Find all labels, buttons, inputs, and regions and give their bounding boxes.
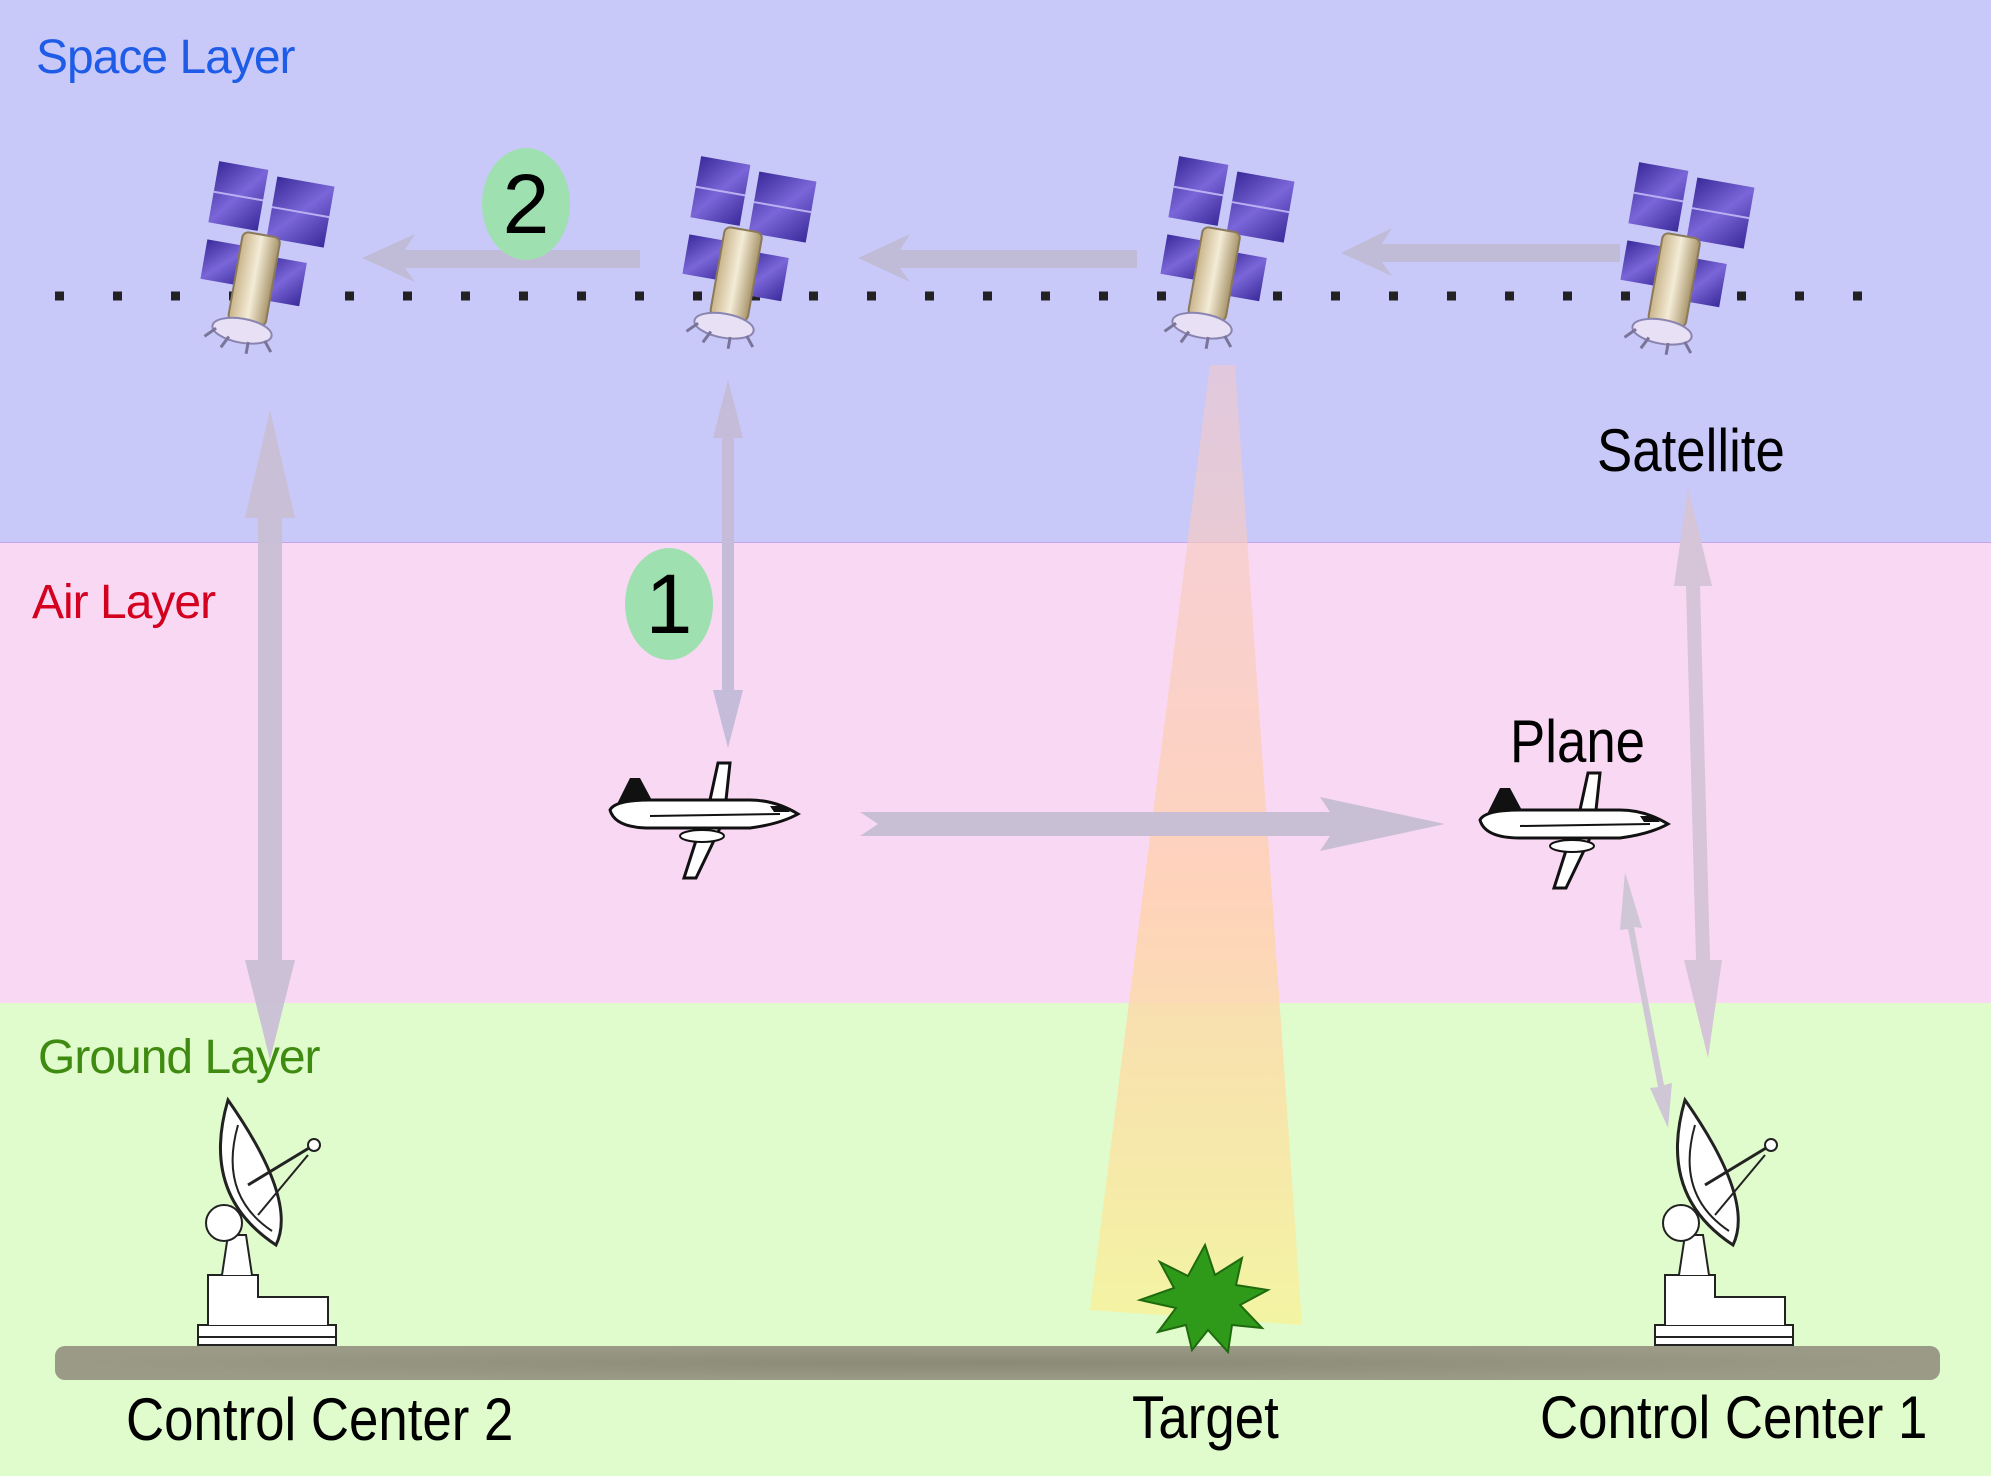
space-layer-label: Space Layer: [36, 31, 296, 84]
satellite-plane-link: [713, 380, 743, 748]
control-center-1-label: Control Center 1: [1540, 1384, 1928, 1451]
plane-to-plane-arrow: [860, 797, 1445, 851]
plane-icon: [608, 761, 800, 880]
cc2-satellite-link: [245, 410, 295, 1060]
inter-satellite-arrows: [362, 228, 1620, 282]
satellite-icon: [185, 159, 337, 366]
satellite-dish-icon: [1653, 1098, 1795, 1347]
satellite-icon: [667, 154, 819, 361]
satellite-label: Satellite: [1597, 417, 1785, 484]
control-center-2-label: Control Center 2: [126, 1386, 514, 1453]
plane-label: Plane: [1510, 708, 1646, 775]
satellite-cc1-link: [1674, 488, 1722, 1058]
air-layer-label: Air Layer: [32, 576, 216, 629]
satellite-icon: [1605, 160, 1757, 367]
step-2-badge: 2: [482, 148, 570, 260]
satellite-icon: [1145, 154, 1297, 361]
step-1-badge: 1: [625, 548, 713, 660]
air-layer-band: [0, 543, 1991, 1003]
target-burst-icon: [1136, 1242, 1272, 1355]
plane-cc1-link: [1620, 872, 1672, 1128]
plane-icon: [1478, 771, 1670, 890]
satellite-dish-icon: [196, 1098, 338, 1347]
sensor-beam: [1090, 365, 1302, 1325]
ground-line: [55, 1346, 1940, 1380]
target-label: Target: [1132, 1384, 1279, 1451]
